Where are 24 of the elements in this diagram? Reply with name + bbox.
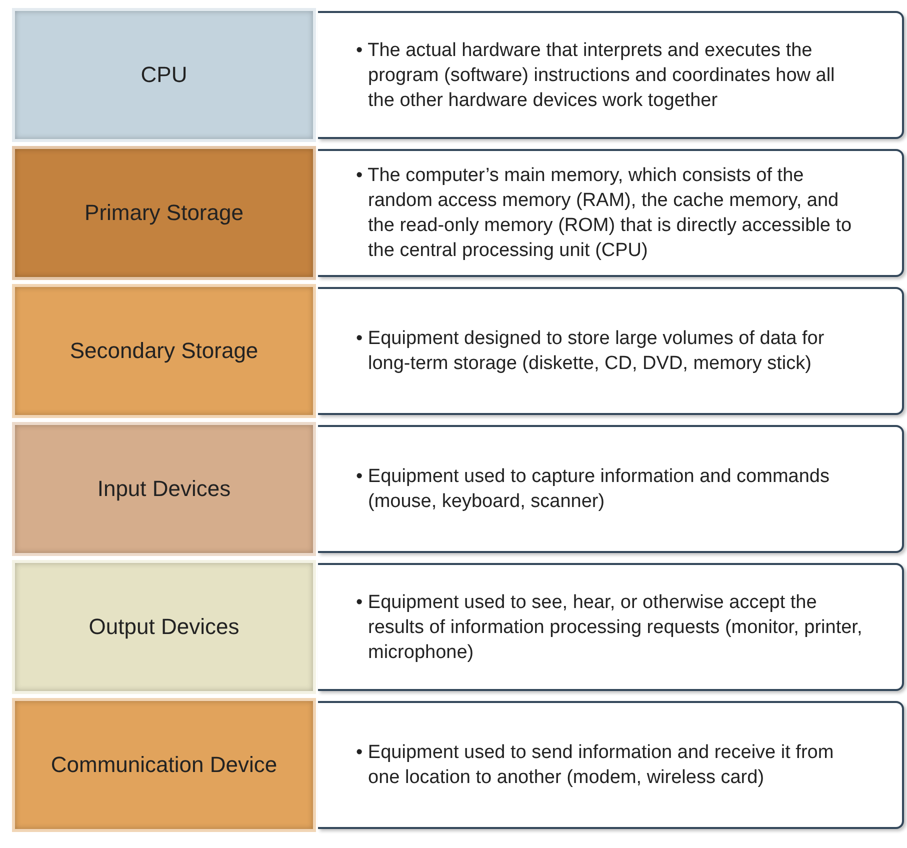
category-box [12,422,316,556]
description-box [318,11,904,139]
description-box [318,287,904,415]
description-text: • Equipment used to send information and receive it from one location to another (modem, wireless card) [356,741,835,790]
category-box [12,284,316,418]
description-box [318,563,904,691]
description-box [318,149,904,277]
description-box [318,701,904,829]
category-label: Primary Storage [84,200,244,226]
category-box [12,698,316,832]
category-label: Communication Device [50,752,278,778]
category-label: Secondary Storage [70,338,258,364]
description-text: • The actual hardware that interprets and executes the program (software) instructions and coordinates how all the other hardware devices work together [356,38,836,112]
description-text: • The computer’s main memory, which consists of the random access memory (RAM), the cache memory, and the read-only memory (ROM) that is directly accessible to the central processing unit (CPU) [356,164,853,263]
description-box [318,425,904,553]
category-box [12,560,316,694]
description-text: • Equipment designed to store large volumes of data for long-term storage (diskette, CD, DVD, memory stick) [356,327,826,376]
category-box [12,8,316,142]
category-label: CPU [140,62,188,88]
category-box [12,146,316,280]
category-label: Output Devices [88,614,240,640]
description-text: • Equipment used to see, hear, or otherwise accept the results of information processing requests (monitor, printer, microphone) [356,590,864,664]
description-text: • Equipment used to capture information and commands (mouse, keyboard, scanner) [356,465,830,514]
category-label: Input Devices [97,476,231,502]
